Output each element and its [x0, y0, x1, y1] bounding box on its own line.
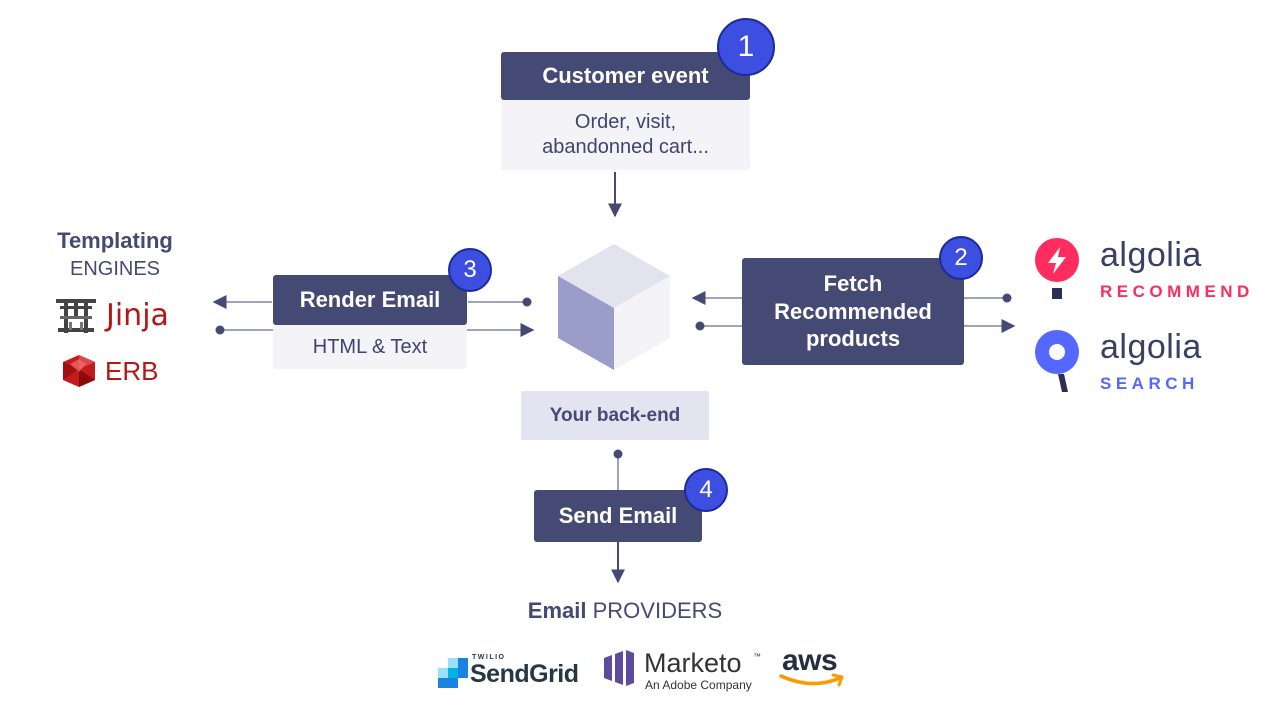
- connector-dot: [215, 325, 225, 335]
- sendgrid-icon: [438, 658, 468, 688]
- algolia-search-wordmark: algolia: [1100, 328, 1202, 366]
- step-badge-4: 4: [684, 468, 728, 512]
- step-badge-3: 3: [448, 248, 492, 292]
- customer-event-title: Customer event: [542, 63, 709, 88]
- sendgrid-label: SendGrid: [470, 660, 579, 688]
- customer-event-details: Order, visit, abandonned cart...: [501, 100, 750, 170]
- connector-dot: [1002, 293, 1012, 303]
- marketo-icon: [604, 650, 634, 686]
- jinja-logo: Jinja: [54, 296, 194, 336]
- customer-event-header: Customer event: [501, 52, 750, 100]
- fetch-products-box: Fetch Recommended products: [742, 258, 964, 365]
- send-email-title: Send Email: [558, 503, 678, 528]
- backend-label: Your back-end: [521, 391, 709, 440]
- marketo-logo: Marketo ™ An Adobe Company: [604, 648, 774, 696]
- algolia-recommend-sub: RECOMMEND: [1100, 282, 1254, 301]
- algolia-search-icon: [1035, 330, 1079, 392]
- fetch-line2: Recommended: [774, 298, 932, 324]
- providers-title-strong: Email: [527, 598, 587, 623]
- ruby-gem-icon: [63, 355, 95, 387]
- providers-title-light: PROVIDERS: [592, 598, 723, 623]
- customer-event-line2: abandonned cart...: [542, 136, 709, 158]
- aws-logo: aws: [778, 644, 850, 692]
- connector-dot: [613, 449, 623, 459]
- erb-label: ERB: [105, 356, 159, 386]
- step-badge-1: 1: [717, 18, 775, 76]
- algolia-recommend-icon: [1035, 238, 1079, 299]
- aws-label: aws: [782, 644, 838, 677]
- render-email-subtitle: HTML & Text: [312, 335, 428, 358]
- marketo-sub-label: An Adobe Company: [645, 678, 752, 692]
- providers-title: Email PROVIDERS: [470, 598, 780, 624]
- send-email-box: Send Email: [534, 490, 702, 542]
- templating-title: Templating: [57, 228, 173, 253]
- render-email-details: HTML & Text: [273, 325, 467, 369]
- fetch-line1: Fetch: [823, 270, 883, 296]
- algolia-recommend-wordmark: algolia: [1100, 236, 1202, 274]
- templating-subtitle: ENGINES: [69, 258, 161, 280]
- connector-dot: [695, 321, 705, 331]
- fetch-line3: products: [805, 326, 901, 352]
- sendgrid-top-label: TWILIO: [472, 654, 506, 661]
- render-email-title: Render Email: [299, 287, 441, 312]
- jinja-label: Jinja: [106, 298, 169, 333]
- aws-smile-icon: [779, 673, 844, 687]
- erb-logo: ERB: [60, 352, 180, 392]
- algolia-search-sub: SEARCH: [1100, 374, 1199, 393]
- customer-event-line1: Order, visit,: [574, 111, 677, 133]
- torii-icon: [56, 299, 96, 333]
- connector-dot: [522, 297, 532, 307]
- sendgrid-logo: TWILIO SendGrid: [438, 654, 588, 694]
- render-email-header: Render Email: [273, 275, 467, 325]
- marketo-tm: ™: [753, 652, 761, 661]
- backend-cube-icon: [558, 244, 670, 370]
- marketo-label: Marketo: [644, 648, 742, 678]
- step-badge-2: 2: [939, 236, 983, 280]
